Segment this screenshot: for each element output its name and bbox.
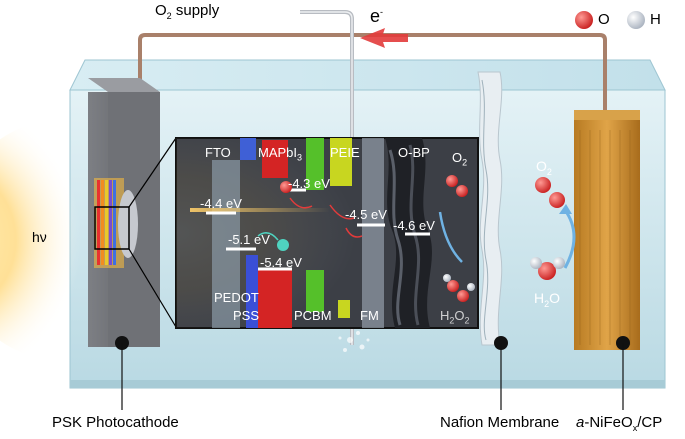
- obp-level-label: -4.6 eV: [393, 218, 435, 233]
- pcbm-label: PCBM: [294, 308, 332, 323]
- anode-plate: [574, 110, 640, 350]
- h2o-label-anode: H2O: [534, 290, 560, 309]
- pedot-label: PEDOT: [214, 290, 259, 305]
- o2-label-inset: O2: [452, 150, 467, 168]
- fm-level-label: -4.5 eV: [345, 207, 387, 222]
- anode-label: a-NiFeOx/CP: [576, 414, 662, 433]
- obp-label: O-BP: [398, 145, 430, 160]
- h2o2-label-inset: H2O2: [440, 308, 470, 326]
- o2-supply-label: O2 supply: [155, 2, 219, 21]
- legend-o-atom: [575, 11, 593, 29]
- legend-o-label: O: [598, 11, 610, 28]
- light-label: hν: [32, 229, 47, 245]
- fm-layer: [362, 138, 384, 328]
- fm-label: FM: [360, 308, 379, 323]
- legend-h-atom: [627, 11, 645, 29]
- legend-h-label: H: [650, 11, 661, 28]
- peie-label: PEIE: [330, 145, 360, 160]
- fto-level-label: -4.4 eV: [200, 196, 242, 211]
- mapbi-cb-level-label: -4.3 eV: [288, 176, 330, 191]
- o2-label-anode: O2: [536, 158, 552, 177]
- mapbi-label: MAPbI3: [258, 145, 302, 163]
- hole-particle: [277, 239, 289, 251]
- electron-label: e-: [370, 6, 383, 27]
- nafion-membrane: [478, 72, 502, 345]
- fto-label: FTO: [205, 145, 231, 160]
- pss-label: PSS: [233, 308, 259, 323]
- membrane-label: Nafion Membrane: [440, 414, 559, 431]
- photocathode-label: PSK Photocathode: [52, 414, 179, 431]
- pedot-level-label: -5.1 eV: [228, 232, 270, 247]
- electron-arrow: [360, 28, 408, 48]
- mapbi-vb-level-label: -5.4 eV: [260, 255, 302, 270]
